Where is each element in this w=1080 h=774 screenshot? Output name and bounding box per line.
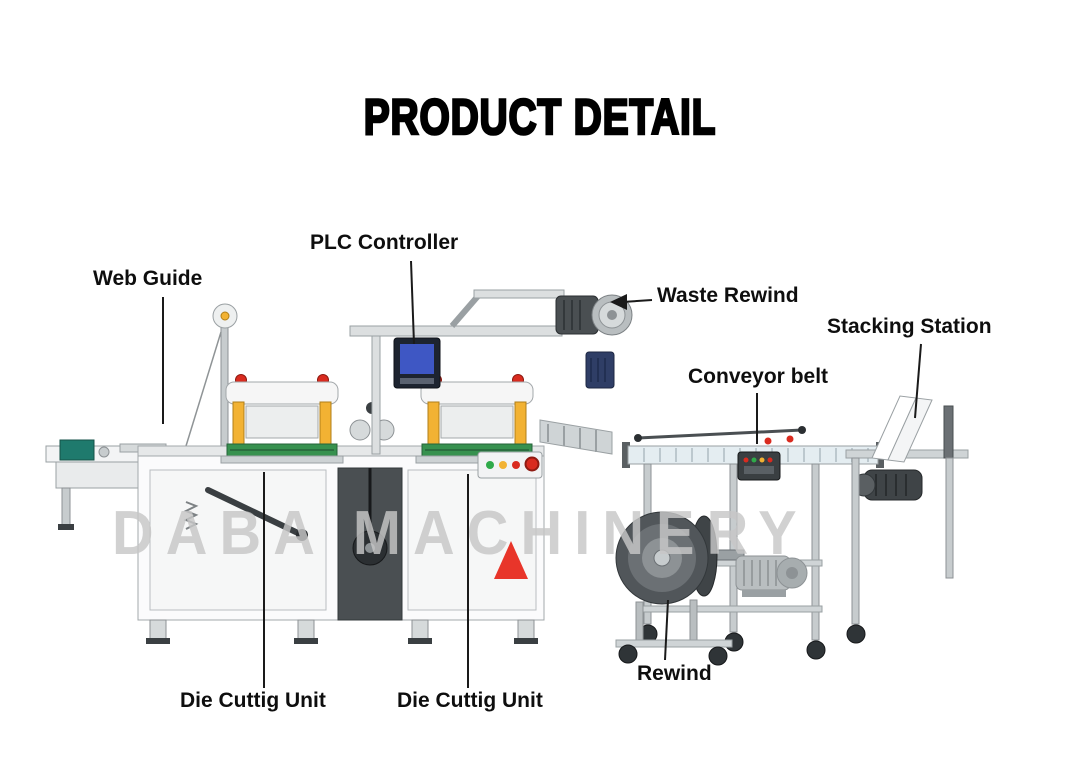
die-station-left (220, 374, 344, 464)
blower-motor (735, 555, 808, 597)
label-waste-rewind: Waste Rewind (657, 284, 799, 307)
plc-screen (393, 337, 441, 389)
tension-lever (183, 487, 308, 541)
waste-rewind-arrowhead (610, 294, 627, 310)
unwind-mast (185, 303, 238, 451)
control-panel (477, 451, 543, 479)
watermark-logo-triangle (494, 541, 528, 579)
rewind-unit (615, 511, 745, 666)
stacking-station-unit (845, 395, 969, 644)
leader-stacking-station (914, 343, 922, 419)
roller-bank (539, 419, 613, 455)
leader-rewind (664, 599, 669, 661)
label-stacking-station: Stacking Station (827, 315, 992, 338)
watermark: DABA MACHINERY (112, 499, 809, 568)
label-conveyor-belt: Conveyor belt (688, 365, 829, 388)
die-station-right (415, 374, 539, 464)
label-rewind: Rewind (637, 662, 712, 685)
label-plc-controller: PLC Controller (310, 231, 459, 254)
label-die-cutting-left: Die Cuttig Unit (180, 689, 326, 712)
plc-gantry (349, 289, 565, 455)
machine-body (137, 445, 545, 644)
page-title: PRODUCT DETAIL (0, 88, 1080, 147)
label-die-cutting-right: Die Cuttig Unit (397, 689, 543, 712)
page-title-text: PRODUCT DETAIL (363, 88, 717, 147)
label-web-guide: Web Guide (93, 267, 203, 290)
leader-plc-controller (410, 260, 415, 345)
pendant-control (737, 451, 781, 481)
